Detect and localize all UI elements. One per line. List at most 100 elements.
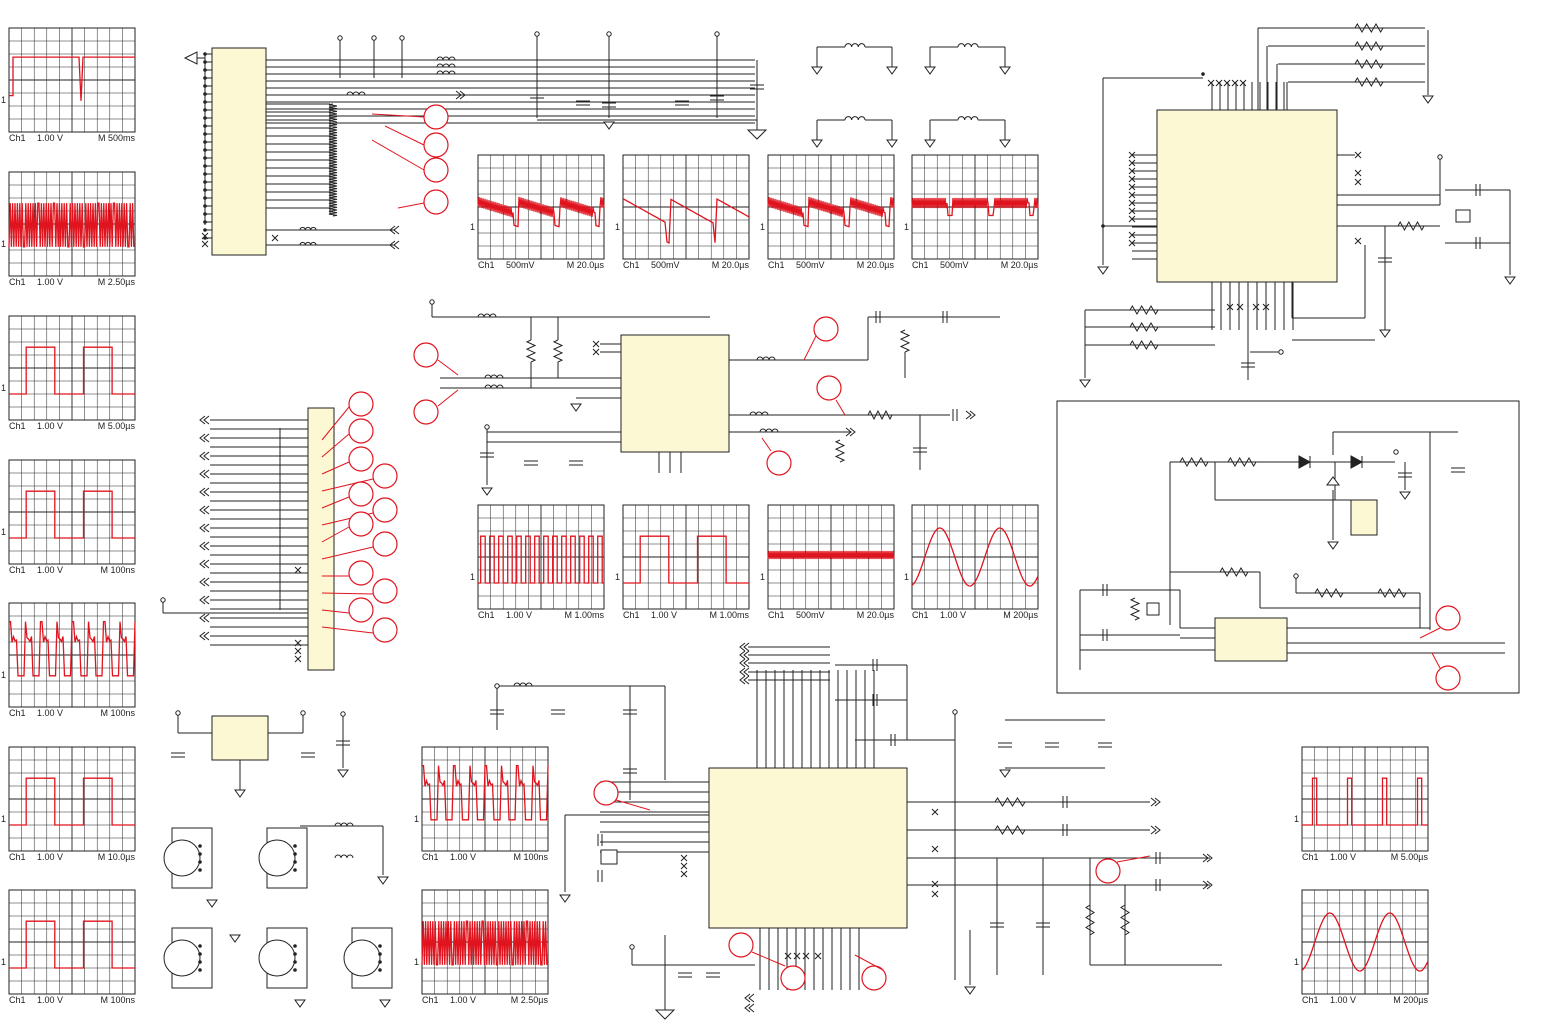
controller-ic [1156,109,1338,283]
inductor [436,56,456,61]
callout-leader [321,433,350,458]
scope-trace [622,198,750,245]
no-connect-mark [294,566,302,574]
callout-circle [348,391,374,417]
video-ic [620,334,730,453]
junction-dot [203,124,207,128]
inductor [513,682,533,687]
no-connect-mark [1128,191,1136,199]
scope-timebase: M 100ns [100,565,135,575]
scope-volts: 1.00 V [651,610,677,620]
capacitor [490,709,504,715]
callout-leader [371,139,425,171]
scope-timebase: M 200µs [1003,610,1038,620]
capacitor [480,452,494,458]
capacitor [336,740,350,746]
ground-symbol [206,899,218,908]
scope-volts: 1.00 V [37,708,63,718]
resistor [1377,588,1407,598]
terminal [1437,154,1443,160]
ground-marker: 1 [1,383,6,393]
capacitor [942,311,948,323]
inductor [436,70,456,75]
signal-arrow [199,415,210,425]
signal-arrow [1202,853,1213,863]
no-connect-mark [294,639,302,647]
callout-leader [835,399,846,416]
callout-leader [371,113,425,118]
ground-symbol [379,999,391,1008]
callout-circle [348,560,374,586]
scope-channel: Ch1 [422,995,439,1005]
capacitor [1475,184,1481,196]
ground-marker: 1 [904,572,909,582]
capacitor [1451,467,1465,473]
inductor [477,313,497,318]
terminal [175,710,181,716]
junction-dot [198,844,202,848]
ground-symbol [1079,379,1091,388]
ground-marker: 1 [1,814,6,824]
signal-arrow [1150,825,1161,835]
callout-circle [348,597,374,623]
ground-marker: 1 [760,222,765,232]
scope-trace [422,765,549,821]
signal-arrow [739,650,750,660]
capacitor [678,972,692,978]
signal-arrow [845,427,856,437]
capacitor [913,447,927,453]
terminal [371,35,377,41]
junction-dot [293,960,297,964]
junction-dot [203,204,207,208]
junction-dot [378,952,382,956]
scope-trace [8,202,135,248]
scope-channel: Ch1 [9,133,26,143]
signal-arrow [965,410,976,420]
resistor [994,825,1026,835]
capacitor [597,834,603,846]
capacitor [706,972,720,978]
ground-marker: 1 [414,957,419,967]
signal-arrow [199,541,210,551]
capacitor [1036,922,1050,928]
capacitor [551,709,565,715]
scope-trace [9,490,135,539]
junction-dot [203,100,207,104]
ground-symbol [1379,329,1391,338]
diode [1298,455,1312,469]
scope-channel: Ch1 [9,995,26,1005]
capacitor [872,694,878,706]
resistor [328,199,338,209]
scope-trace [9,920,135,969]
terminal [484,424,490,430]
motor-coil [258,839,296,877]
signal-arrow [744,1003,755,1013]
capacitor [530,97,544,103]
ground-symbol [234,789,246,798]
no-connect-mark [1354,178,1362,186]
junction-dot [203,52,207,56]
scope-timebase: M 5.00µs [1391,852,1429,862]
callout-circle [593,780,619,806]
no-connect-mark [1354,237,1362,245]
inductor [844,116,866,121]
resistor [834,439,846,463]
junction-dot [203,60,207,64]
junction-dot [203,172,207,176]
inductor [436,63,456,68]
callout-circle [861,965,887,991]
no-connect-mark [1354,151,1362,159]
junction-dot [198,960,202,964]
resistor [1129,322,1159,332]
terminal [1278,349,1284,355]
signal-arrow [739,675,750,685]
junction-dot [378,944,382,948]
callout-markers [321,104,1461,991]
callout-circle [348,446,374,472]
junction-dot [378,968,382,972]
